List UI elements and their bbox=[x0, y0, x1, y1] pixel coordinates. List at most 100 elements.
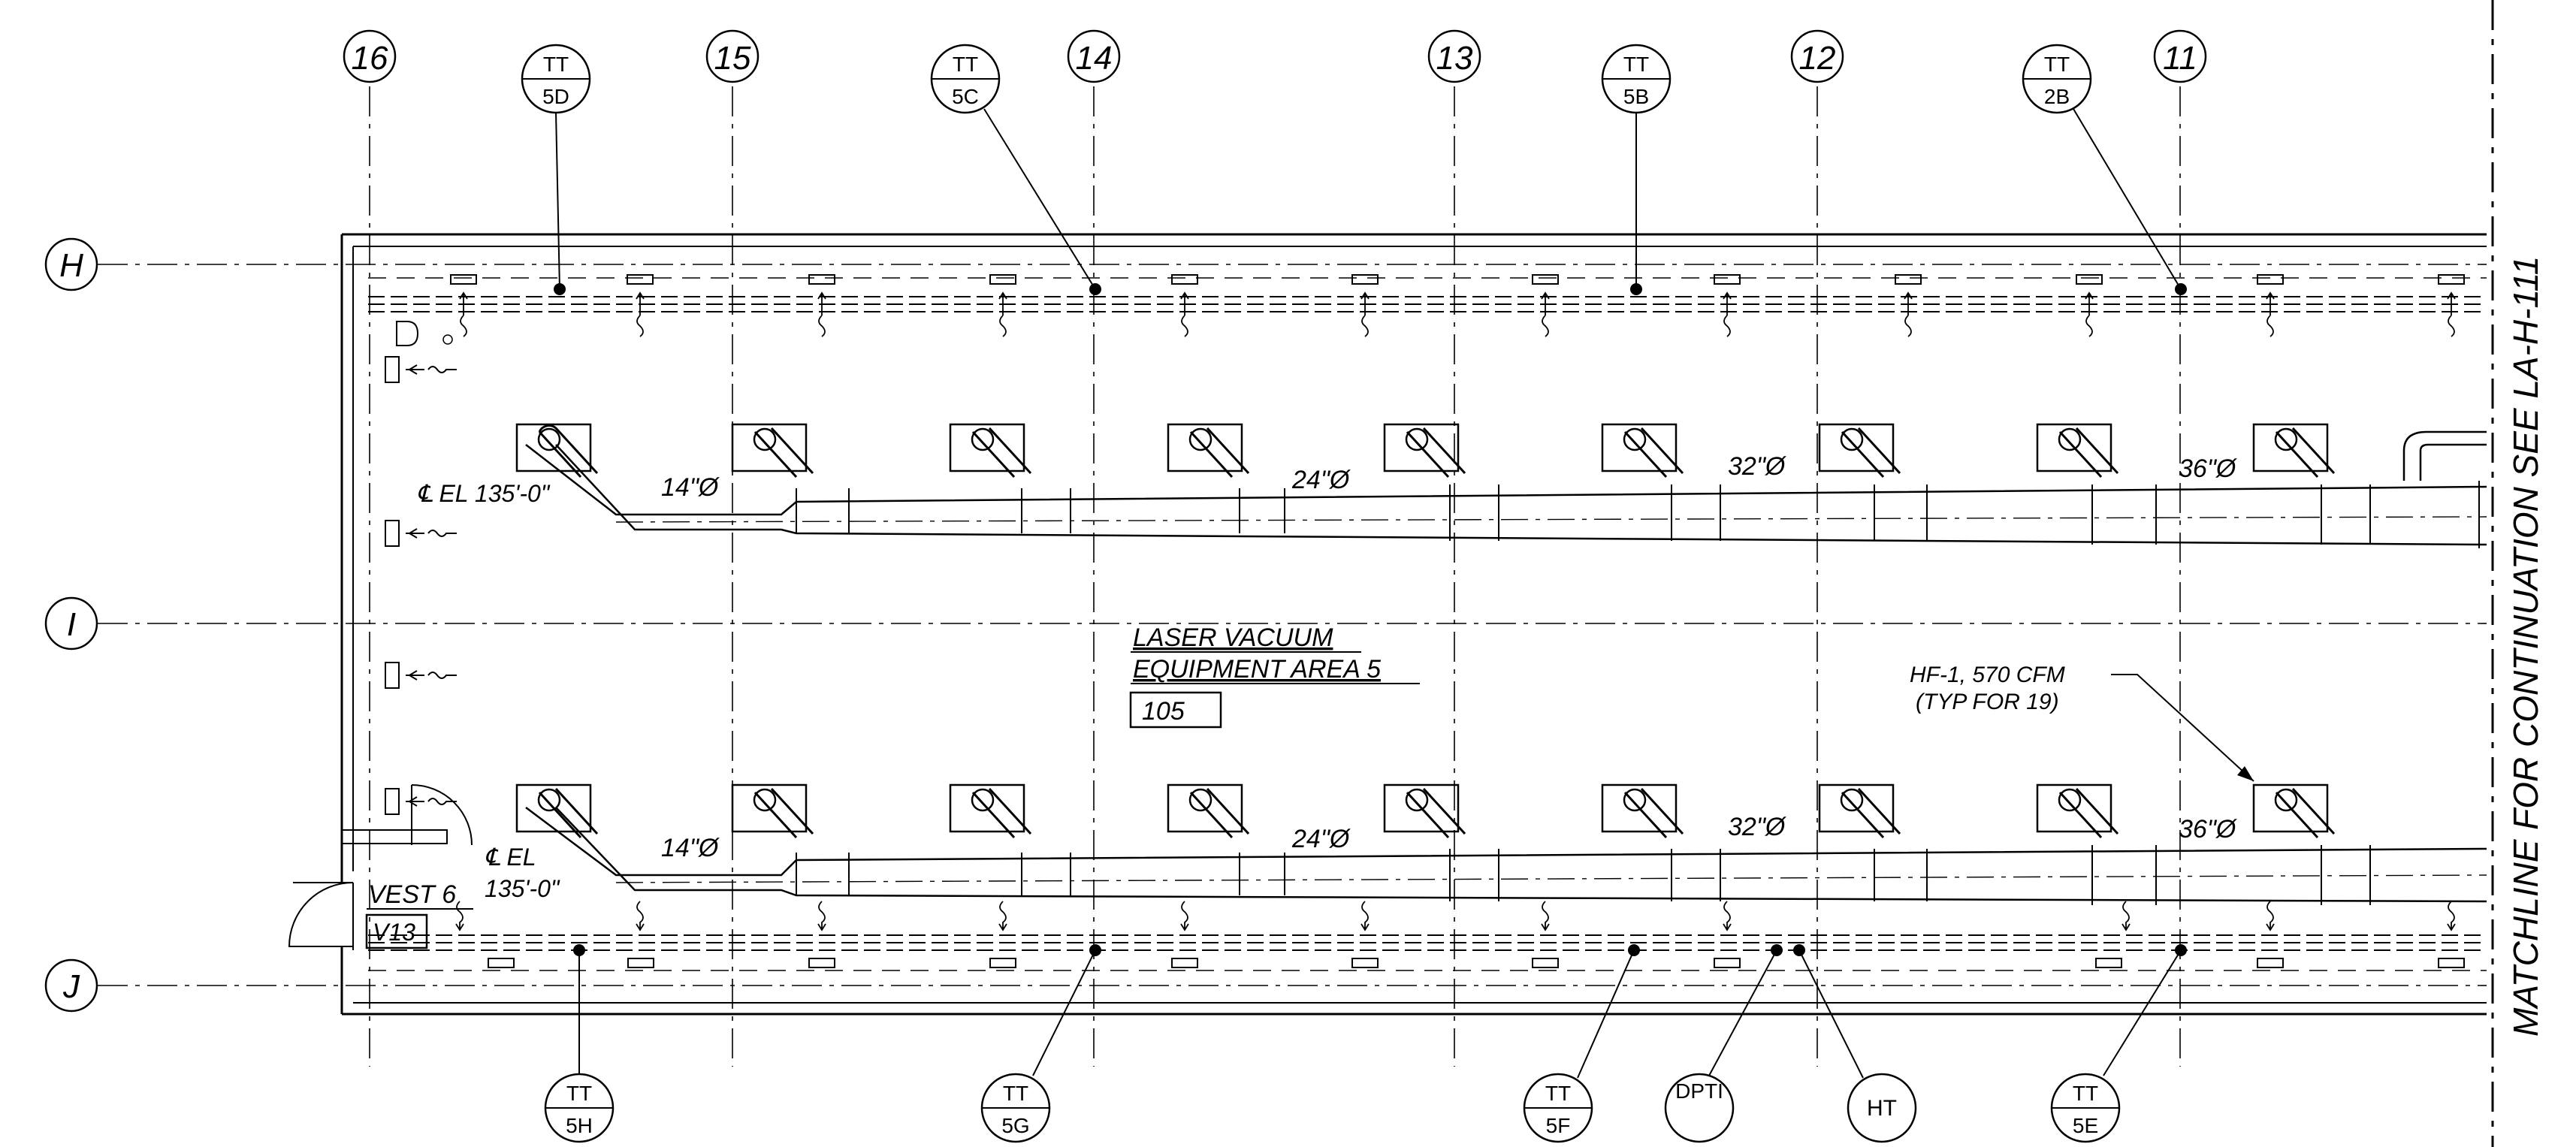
hood bbox=[731, 783, 814, 839]
hood bbox=[1167, 423, 1250, 478]
hood bbox=[731, 423, 814, 478]
instrument-tag-TT-5D: TT 5D bbox=[521, 44, 591, 295]
instrument-tag-DPTI: DPTI bbox=[1664, 944, 1783, 1143]
hood bbox=[1818, 423, 1901, 478]
tag-single: HT bbox=[1867, 1096, 1897, 1121]
duct-size-32-lower: 32"Ø bbox=[1728, 813, 1787, 841]
grid-row-H: H bbox=[44, 237, 2487, 291]
room-number: 105 bbox=[1142, 697, 1185, 726]
lower-exhaust-duct bbox=[525, 807, 2487, 905]
doors bbox=[288, 784, 473, 950]
duct-size-labels: 14"Ø 24"Ø 32"Ø 36"Ø 14"Ø 24"Ø 32"Ø 36"Ø bbox=[661, 452, 2238, 862]
tag-bottom: 5C bbox=[952, 85, 979, 108]
hood-callout-line1: HF-1, 570 CFM bbox=[1910, 663, 2065, 687]
room-walls bbox=[340, 233, 2487, 1016]
grid-label-15: 15 bbox=[714, 40, 751, 77]
hood bbox=[515, 423, 599, 478]
grid-column-13: 13 bbox=[1427, 29, 1481, 1067]
hood bbox=[949, 423, 1032, 478]
grid-label-12: 12 bbox=[1799, 40, 1836, 77]
hood bbox=[1818, 783, 1901, 839]
centerline-elevation-lower-1: ℄ EL bbox=[485, 844, 536, 871]
duct-size-32-upper: 32"Ø bbox=[1728, 452, 1787, 481]
grid-label-11: 11 bbox=[2163, 40, 2197, 77]
tag-top: TT bbox=[566, 1082, 592, 1105]
tag-top: TT bbox=[1003, 1082, 1028, 1105]
instrument-tag-TT-5B: TT 5B bbox=[1601, 44, 1672, 295]
hood-callout-line2: (TYP FOR 19) bbox=[1916, 690, 2059, 714]
hood bbox=[2252, 783, 2336, 839]
west-wall-devices bbox=[385, 321, 457, 815]
room-label: LASER VACUUM EQUIPMENT AREA 5 105 bbox=[1129, 623, 1420, 729]
upper-rail bbox=[368, 277, 2487, 312]
hood bbox=[1383, 423, 1466, 478]
hood bbox=[1167, 783, 1250, 839]
hood bbox=[1383, 783, 1466, 839]
tag-bottom: 5D bbox=[542, 85, 569, 108]
tag-bottom: 5E bbox=[2073, 1114, 2098, 1137]
grid-column-12: 12 bbox=[1790, 29, 1844, 1067]
instrument-tag-TT-5C: TT 5C bbox=[930, 44, 1101, 295]
tag-top: TT bbox=[1623, 53, 1649, 76]
tag-bottom: 5F bbox=[1546, 1114, 1571, 1137]
duct-size-24-lower: 24"Ø bbox=[1291, 825, 1351, 853]
tag-bottom: 5H bbox=[566, 1114, 593, 1137]
tag-top: TT bbox=[953, 53, 978, 76]
hood-callout: HF-1, 570 CFM (TYP FOR 19) bbox=[1910, 663, 2254, 782]
grid-column-11: 11 bbox=[2153, 29, 2207, 1067]
duct-size-36-upper: 36"Ø bbox=[2179, 454, 2238, 483]
hood bbox=[2036, 423, 2119, 478]
lower-rail bbox=[368, 934, 2487, 971]
vestibule-number: V13 bbox=[373, 919, 415, 946]
tag-top: TT bbox=[2073, 1082, 2098, 1105]
hood bbox=[1601, 423, 1684, 478]
upper-flex-drops bbox=[459, 291, 2456, 337]
instrument-tag-TT-2B: TT 2B bbox=[2022, 44, 2187, 295]
grid-column-15: 15 bbox=[705, 29, 760, 1067]
duct-size-14-upper: 14"Ø bbox=[661, 473, 720, 502]
matchline: MATCHLINE FOR CONTINUATION SEE LA-H-111 bbox=[2491, 0, 2545, 1147]
grid-row-J: J bbox=[44, 958, 2487, 1013]
tag-bottom: 5G bbox=[1001, 1114, 1029, 1137]
upper-fixtures bbox=[450, 274, 2465, 285]
hood bbox=[2252, 423, 2336, 478]
top-instrument-tags: TT 5D TT 5C TT 5B TT 2B bbox=[521, 44, 2187, 295]
upper-hoods bbox=[515, 423, 2336, 478]
row-grid: H I J bbox=[44, 237, 2487, 1013]
hood bbox=[515, 783, 599, 839]
vestibule-name: VEST 6 bbox=[368, 880, 456, 909]
lower-hoods bbox=[515, 783, 2336, 839]
instrument-tag-HT: HT bbox=[1793, 944, 1917, 1143]
hood bbox=[2036, 783, 2119, 839]
room-name-line1: LASER VACUUM bbox=[1133, 623, 1333, 652]
grid-column-16: 16 bbox=[343, 29, 397, 1067]
centerline-elevation-lower-2: 135'-0" bbox=[485, 875, 560, 902]
centerline-elevation-upper: ℄ EL 135'-0" bbox=[417, 480, 551, 507]
duct-size-36-lower: 36"Ø bbox=[2179, 815, 2238, 844]
grid-label-H: H bbox=[59, 247, 83, 284]
tag-bottom: 2B bbox=[2044, 85, 2070, 108]
lower-fixtures bbox=[488, 958, 2465, 968]
grid-column-14: 14 bbox=[1067, 29, 1121, 1067]
instrument-tag-TT-5H: TT 5H bbox=[544, 944, 615, 1143]
grid-label-14: 14 bbox=[1076, 40, 1113, 77]
tag-top: TT bbox=[1545, 1082, 1571, 1105]
hood bbox=[949, 783, 1032, 839]
lower-flex-drops bbox=[455, 901, 2456, 931]
grid-label-16: 16 bbox=[352, 40, 388, 77]
tag-single: DPTI bbox=[1675, 1079, 1723, 1103]
grid-label-I: I bbox=[67, 606, 76, 643]
tag-top: TT bbox=[2044, 53, 2070, 76]
grid-row-I: I bbox=[44, 596, 2487, 650]
vestibule-label: VEST 6 V13 bbox=[365, 880, 473, 949]
bottom-instrument-tags: TT 5H TT 5G TT 5F DPTI bbox=[544, 944, 2187, 1143]
duct-size-14-lower: 14"Ø bbox=[661, 834, 720, 862]
grid-label-13: 13 bbox=[1436, 40, 1473, 77]
tag-bottom: 5B bbox=[1623, 85, 1649, 108]
column-grid: 16 15 14 13 12 11 bbox=[343, 29, 2207, 1067]
instrument-tag-TT-5G: TT 5G bbox=[980, 944, 1101, 1143]
grid-label-J: J bbox=[62, 968, 80, 1005]
instrument-tag-TT-5F: TT 5F bbox=[1523, 944, 1640, 1143]
instrument-tag-TT-5E: TT 5E bbox=[2050, 944, 2187, 1143]
